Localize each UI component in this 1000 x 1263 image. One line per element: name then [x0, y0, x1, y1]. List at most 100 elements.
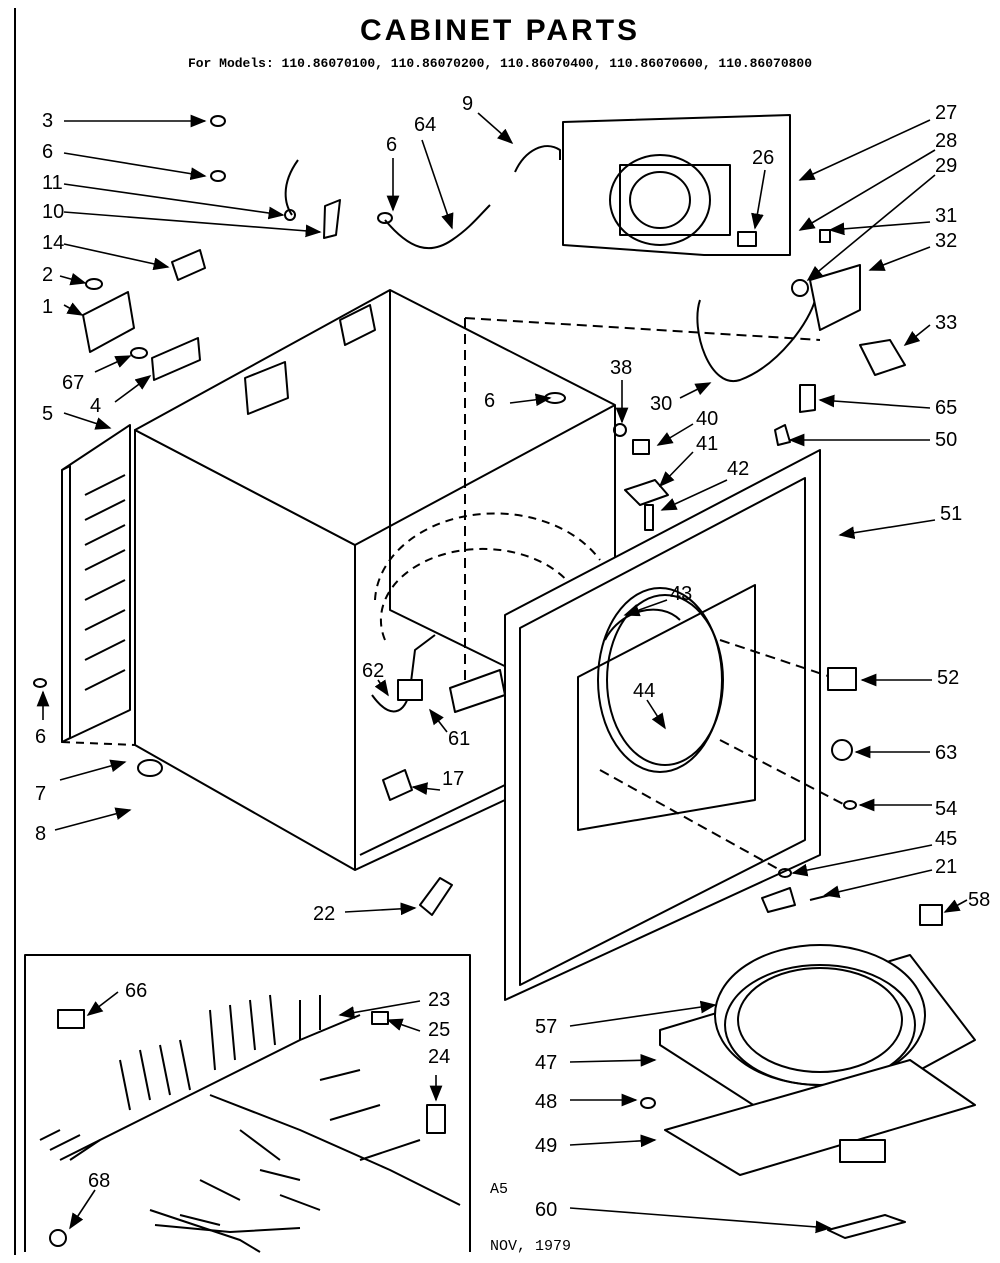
- catch-52: [827, 667, 857, 691]
- callout-33: 33: [935, 312, 957, 334]
- leader-line-42: [660, 479, 728, 511]
- callout-6: 6: [386, 134, 397, 156]
- callout-60: 60: [535, 1199, 557, 1221]
- callout-8: 8: [35, 823, 46, 845]
- callout-58: 58: [968, 889, 990, 911]
- callout-26: 26: [752, 147, 774, 169]
- callout-67: 67: [62, 372, 84, 394]
- leader-line-45: [791, 844, 933, 877]
- leader-line-14: [63, 243, 170, 271]
- callout-28: 28: [935, 130, 957, 152]
- leader-line-17: [411, 782, 441, 795]
- callout-47: 47: [535, 1052, 557, 1074]
- clip-24: [426, 1104, 446, 1134]
- leveling-foot-8: [137, 759, 163, 777]
- drive-belt-30: [696, 299, 816, 383]
- leader-line-29: [806, 174, 936, 282]
- callout-14: 14: [42, 232, 64, 254]
- screw-6-mid: [377, 212, 393, 224]
- wiring-harness-inset: [24, 954, 471, 1253]
- callout-2: 2: [42, 264, 53, 286]
- leader-line-10: [63, 211, 322, 238]
- bracket-9: [514, 145, 561, 173]
- page-title: CABINET PARTS: [359, 14, 641, 47]
- switch-33: [859, 339, 906, 376]
- screw-21: [809, 894, 831, 901]
- callout-6: 6: [35, 726, 46, 748]
- clip-10: [323, 199, 341, 239]
- leader-line-31: [828, 221, 931, 236]
- leader-line-2: [59, 272, 87, 286]
- callout-61: 61: [448, 728, 470, 750]
- plug-68: [49, 1229, 67, 1247]
- drawing-date: NOV, 1979: [490, 1238, 572, 1255]
- screw-3: [210, 115, 226, 127]
- clip-31: [819, 229, 831, 243]
- clip-58: [919, 904, 943, 926]
- leader-line-66: [86, 991, 119, 1016]
- callout-52: 52: [937, 667, 959, 689]
- callout-5: 5: [42, 403, 53, 425]
- callout-38: 38: [610, 357, 632, 379]
- leader-line-23: [338, 1000, 421, 1019]
- clip-50: [774, 424, 791, 446]
- callout-23: 23: [428, 989, 450, 1011]
- hinge-41: [624, 479, 669, 506]
- callout-30: 30: [650, 393, 672, 415]
- callout-27: 27: [935, 102, 957, 124]
- leader-line-25: [386, 1018, 421, 1032]
- callout-49: 49: [535, 1135, 557, 1157]
- bracket-45: [761, 887, 796, 913]
- callout-51: 51: [940, 503, 962, 525]
- callout-3: 3: [42, 110, 53, 132]
- leader-line-40: [656, 423, 694, 446]
- callout-6: 6: [42, 141, 53, 163]
- drawing-code: A5: [490, 1181, 509, 1198]
- clip-17: [382, 769, 413, 801]
- leader-line-68: [69, 1189, 96, 1230]
- leader-line-32: [868, 246, 931, 271]
- leader-line-51: [838, 519, 936, 540]
- washer-11: [284, 209, 296, 221]
- bracket-1: [82, 291, 135, 353]
- strap-22: [419, 877, 453, 916]
- leader-line-47: [569, 1053, 657, 1067]
- connector-66: [57, 1009, 85, 1029]
- clip-25: [371, 1011, 389, 1025]
- callout-57: 57: [535, 1016, 557, 1038]
- leader-line-64: [421, 139, 454, 230]
- leader-line-57: [569, 1000, 717, 1027]
- motor-26: [609, 154, 757, 247]
- callout-44: 44: [633, 680, 655, 702]
- leader-lines: [36, 112, 968, 1234]
- callout-68: 68: [88, 1170, 110, 1192]
- switch-61: [397, 679, 423, 701]
- wire-3: [284, 159, 299, 216]
- callout-31: 31: [935, 205, 957, 227]
- clip-65: [799, 384, 816, 413]
- leader-line-28: [798, 149, 936, 231]
- callout-65: 65: [935, 397, 957, 419]
- callout-7: 7: [35, 783, 46, 805]
- callout-54: 54: [935, 798, 957, 820]
- callout-11: 11: [42, 172, 63, 194]
- switch-4: [151, 337, 201, 381]
- leader-line-33: [903, 324, 931, 346]
- leader-line-65: [818, 394, 931, 409]
- leader-line-44: [646, 699, 666, 730]
- callout-1: 1: [42, 296, 53, 318]
- screw-6-left: [33, 678, 47, 688]
- toe-plate-60: [827, 1214, 906, 1239]
- leader-line-60: [569, 1207, 832, 1234]
- callout-64: 64: [414, 114, 436, 136]
- leader-line-6: [63, 152, 207, 180]
- leader-line-26: [751, 169, 766, 230]
- callout-29: 29: [935, 155, 957, 177]
- callout-21: 21: [935, 856, 957, 878]
- model-list: For Models: 110.86070100, 110.86070200, …: [187, 56, 813, 71]
- callout-17: 17: [442, 768, 464, 790]
- callout-6: 6: [484, 390, 495, 412]
- leader-line-8: [54, 807, 132, 831]
- leader-line-5: [63, 412, 112, 430]
